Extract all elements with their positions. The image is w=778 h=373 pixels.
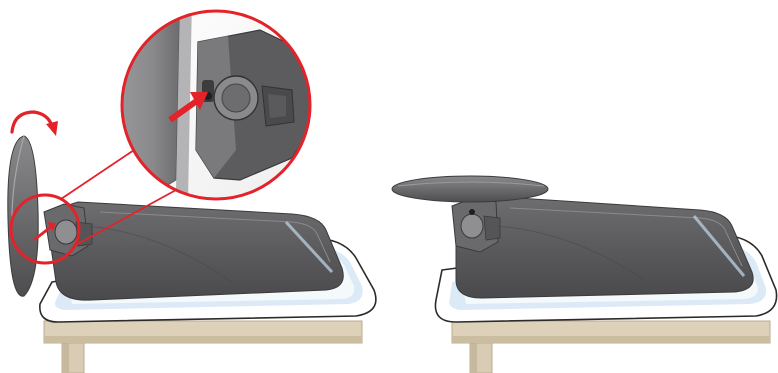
stand-base-left xyxy=(7,135,39,297)
hinge-bracket-left xyxy=(43,203,93,257)
hinge-bracket-right xyxy=(451,195,501,253)
table-apron-right xyxy=(451,320,771,344)
left-panel xyxy=(7,9,377,373)
stand-base-right xyxy=(391,175,549,203)
monitor-left xyxy=(45,201,344,301)
rotation-arrow-icon xyxy=(10,110,58,136)
monitor-right xyxy=(455,195,754,299)
red-arrow-small-icon xyxy=(33,222,56,242)
table-leg-right xyxy=(469,339,493,373)
magnifier-small-circle xyxy=(9,193,81,265)
table-leg-left xyxy=(61,339,85,373)
magnifier-zoom-circle xyxy=(120,9,312,201)
right-panel xyxy=(391,175,778,373)
table-apron-left xyxy=(43,320,363,344)
red-arrow-zoom-icon xyxy=(168,92,208,123)
